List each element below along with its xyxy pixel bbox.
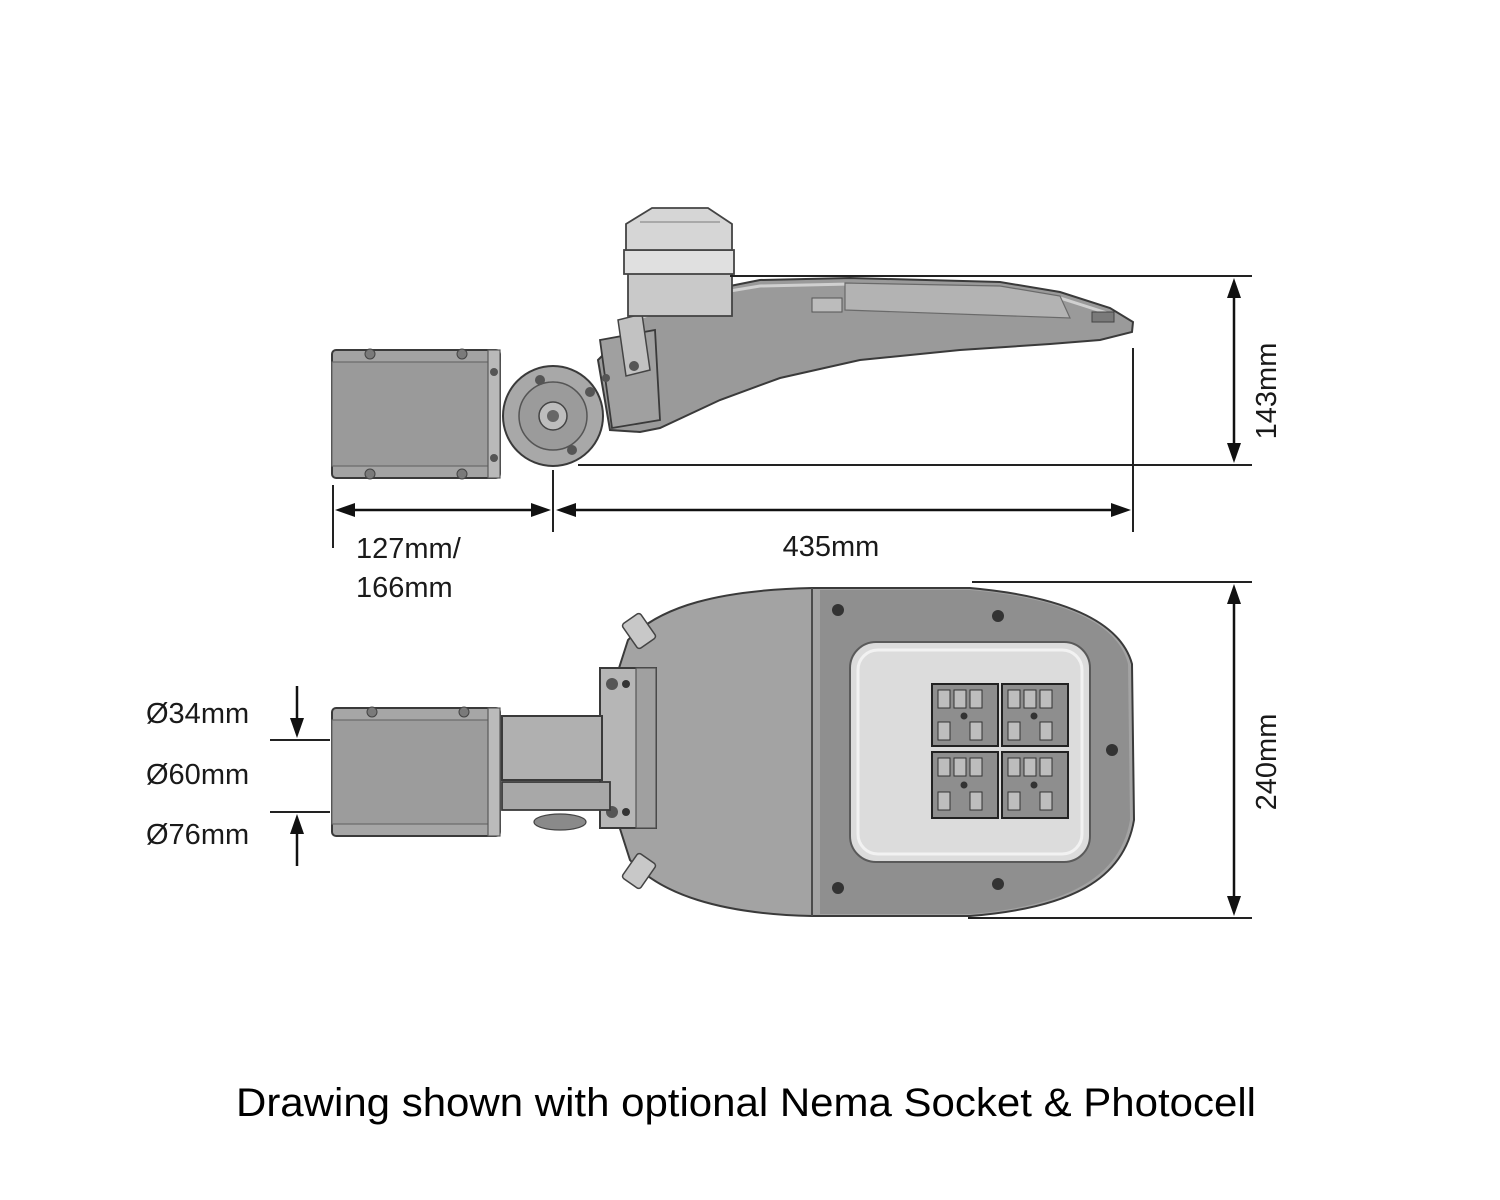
dim-pipe-76: Ø76mm bbox=[146, 819, 249, 851]
photocell-side bbox=[623, 207, 735, 317]
side-view bbox=[331, 207, 1135, 480]
dim-pipe-34: Ø34mm bbox=[146, 698, 249, 730]
side-view-dimensions: 143mm 127mm/ 166mm 435mm bbox=[332, 275, 1283, 604]
housing-latches bbox=[621, 612, 657, 890]
dim-body-length-435: 435mm bbox=[783, 531, 880, 563]
slip-fitter-side bbox=[331, 348, 501, 480]
slip-fitter-top bbox=[331, 706, 501, 837]
dim-height-143: 143mm bbox=[1251, 343, 1283, 440]
top-view bbox=[331, 587, 1136, 917]
drawing-caption: Drawing shown with optional Nema Socket … bbox=[236, 1081, 1256, 1125]
dim-arm-length-line2: 166mm bbox=[356, 572, 453, 604]
tilt-knuckle bbox=[502, 365, 604, 467]
arm-top bbox=[501, 715, 611, 831]
dim-pipe-60: Ø60mm bbox=[146, 759, 249, 791]
top-view-dimensions: 240mm Ø34mm Ø60mm Ø76mm bbox=[146, 581, 1283, 919]
dim-width-240: 240mm bbox=[1251, 714, 1283, 811]
cover-screws bbox=[832, 604, 1118, 894]
dim-arm-length-line1: 127mm/ bbox=[356, 533, 462, 565]
led-modules bbox=[931, 683, 1069, 819]
